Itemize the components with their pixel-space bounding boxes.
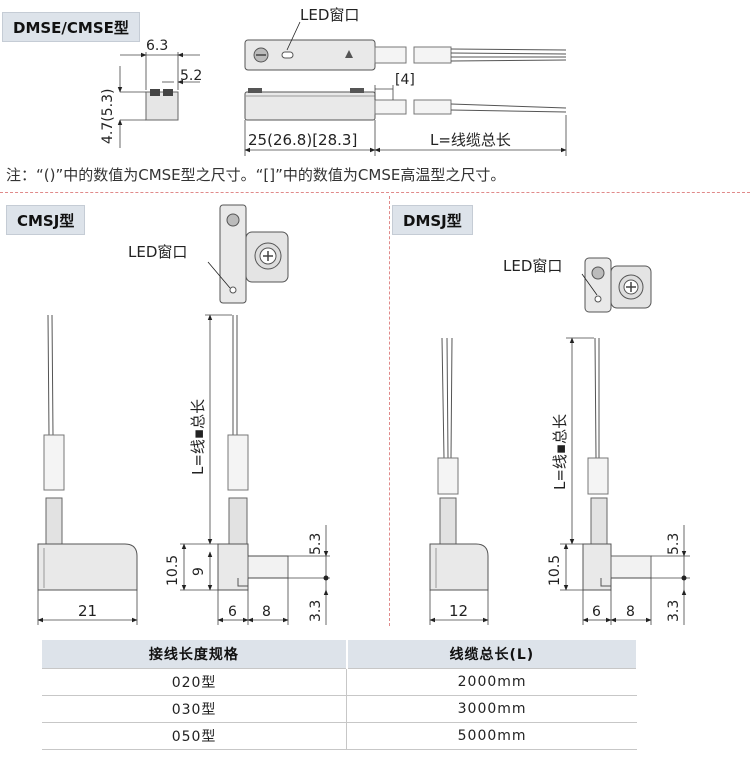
led-window-label-top: LED窗口 xyxy=(300,6,359,24)
dim-dmse-height: 4.7(5.3) xyxy=(100,89,116,144)
table-cell-spec: 020型 xyxy=(42,668,348,696)
dim-cmsj-w6: 6 xyxy=(228,604,237,620)
section-label-dmse-cmse: DMSE/CMSE型 xyxy=(2,12,140,42)
dmsj-front-view: 12 xyxy=(429,337,489,625)
table-row: 030型 3000mm xyxy=(42,695,637,723)
dim-dmsj-width: 12 xyxy=(449,602,468,620)
dim-dmsj-height-total: 10.5 xyxy=(547,555,563,586)
dim-dmsj-w6: 6 xyxy=(592,604,601,620)
table-cell-length: 5000mm xyxy=(346,722,637,750)
dim-dmse-6-3: 6.3 xyxy=(146,38,168,54)
section-divider-horizontal xyxy=(0,192,750,193)
section-label-dmsj: DMSJ型 xyxy=(392,205,473,235)
table-row: 050型 5000mm xyxy=(42,722,637,750)
dim-dmsj-w8: 8 xyxy=(626,604,635,620)
table-header-spec: 接线长度规格 xyxy=(42,640,348,669)
dim-dmse-offset: [4] xyxy=(395,72,415,88)
dmsj-side-view: L=线▪总长 10.5 5.3 3.3 6 8 xyxy=(547,337,690,625)
dmse-top-view: LED窗口 xyxy=(244,6,567,71)
technical-drawing: 6.3 5.2 4.7(5.3) LED窗口 [4] xyxy=(37,6,690,625)
dim-dmse-5-2: 5.2 xyxy=(180,68,202,84)
dim-cmsj-height-total: 10.5 xyxy=(165,555,181,586)
cmsj-top-view: LED窗口 xyxy=(128,204,289,304)
cable-length-label-dmse: L=线缆总长 xyxy=(430,131,511,149)
dimension-note: 注：“()”中的数值为CMSE型之尺寸。“[]”中的数值为CMSE高温型之尺寸。 xyxy=(6,166,506,184)
led-window-label-dmsj: LED窗口 xyxy=(503,257,562,275)
dmsj-top-view: LED窗口 xyxy=(503,257,652,313)
table-cell-spec: 050型 xyxy=(42,722,348,750)
dmse-side-view: [4] 25(26.8)[28.3] L=线缆总长 xyxy=(244,72,567,156)
cable-length-table: 接线长度规格 线缆总长(L) 020型 2000mm 030型 3000mm 0… xyxy=(42,640,639,750)
table-cell-spec: 030型 xyxy=(42,695,348,723)
dim-cmsj-lower: 3.3 xyxy=(308,600,324,622)
table-header-row: 接线长度规格 线缆总长(L) xyxy=(42,640,639,669)
cmsj-side-view: L=线▪总长 10.5 9 5.3 3.3 6 8 xyxy=(165,314,330,625)
table-row: 020型 2000mm xyxy=(42,668,637,696)
table-header-length: 线缆总长(L) xyxy=(346,640,639,669)
section-label-cmsj: CMSJ型 xyxy=(6,205,86,235)
cmsj-front-view: 21 xyxy=(37,314,138,625)
table-cell-length: 2000mm xyxy=(346,668,637,696)
dim-cmsj-upper: 5.3 xyxy=(308,533,324,555)
dim-dmse-body-length: 25(26.8)[28.3] xyxy=(248,131,357,149)
dim-cmsj-width: 21 xyxy=(78,602,97,620)
dim-cmsj-height-body: 9 xyxy=(191,567,207,576)
dim-dmsj-upper: 5.3 xyxy=(666,533,682,555)
led-window-label-cmsj: LED窗口 xyxy=(128,243,187,261)
cable-length-label-dmsj: L=线▪总长 xyxy=(551,414,569,490)
cable-length-label-cmsj: L=线▪总长 xyxy=(189,399,207,475)
dim-cmsj-w8: 8 xyxy=(262,604,271,620)
dim-dmsj-lower: 3.3 xyxy=(666,600,682,622)
dmse-end-view: 6.3 5.2 4.7(5.3) xyxy=(100,38,202,148)
table-cell-length: 3000mm xyxy=(346,695,637,723)
section-divider-vertical xyxy=(389,196,390,626)
